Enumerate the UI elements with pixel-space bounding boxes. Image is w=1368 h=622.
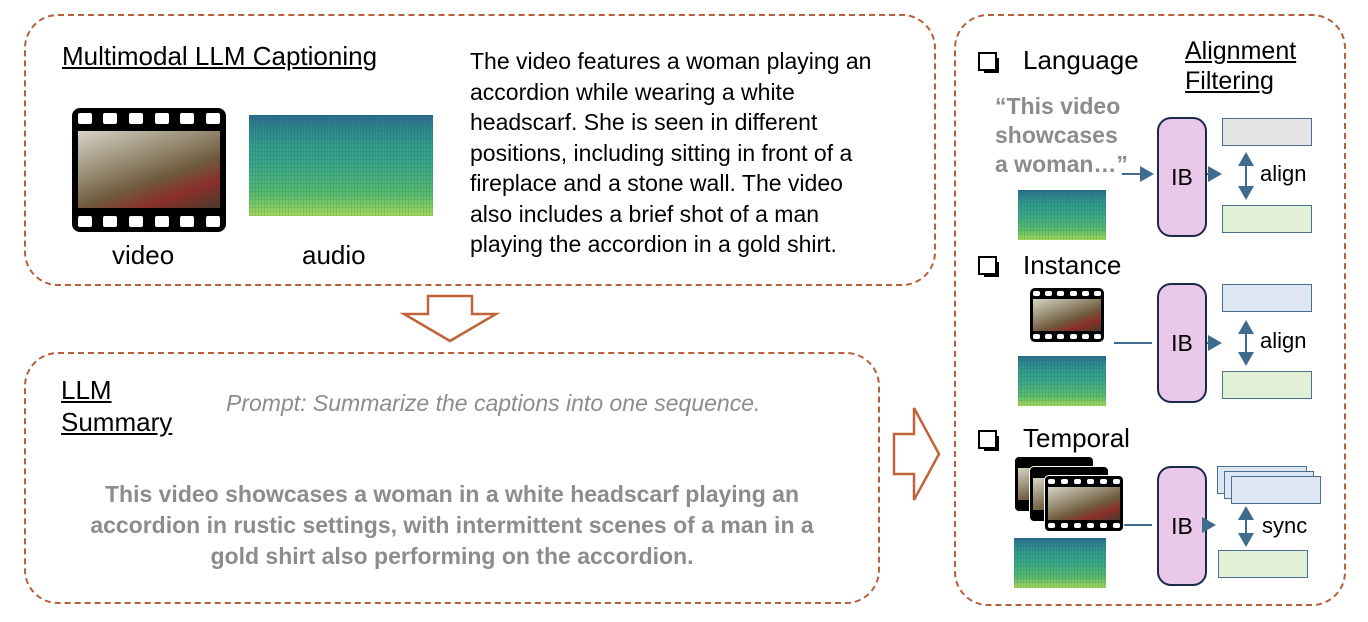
down-arrow-icon [399,294,501,343]
temporal-audio-embedding [1218,550,1308,578]
summary-text: This video showcases a woman in a white … [34,479,870,572]
language-text-embedding [1222,118,1312,146]
temporal-label: Temporal [1023,423,1130,453]
instance-video-embedding [1222,284,1312,312]
caption-line: headscarf. She is seen in different [470,109,818,135]
filtering-title: Alignment Filtering [1185,36,1296,96]
caption-line: fireplace and a stone wall. The video [470,170,843,196]
language-audio-spectrogram [1018,190,1106,240]
instance-audio-spectrogram [1018,356,1106,406]
summary-title-line2: Summary [61,407,173,437]
filtering-title-line2: Filtering [1185,67,1274,95]
instance-video-thumbnail [1030,288,1104,342]
temporal-video-embedding-stack-1 [1231,476,1321,504]
language-relation: align [1260,161,1307,186]
language-label: Language [1023,45,1139,75]
checkbox-temporal-icon [978,430,997,449]
instance-relation: align [1260,328,1307,353]
language-ib-encoder: IB [1157,117,1207,237]
caption-line: The video features a woman playing an [470,48,872,74]
right-arrow-icon [892,407,941,501]
film-holes-bottom [72,216,226,227]
summary-panel [24,352,880,604]
language-audio-embedding [1222,205,1312,233]
summary-line: This video showcases a woman in a white … [104,481,800,507]
instance-ib-encoder: IB [1157,283,1207,403]
caption-line: playing the accordion in a gold shirt. [470,231,837,257]
summary-title-line1: LLM [61,375,112,405]
summary-line: accordion in rustic settings, with inter… [90,512,814,538]
video-label: video [112,240,175,270]
caption-line: accordion while wearing a white [470,78,795,105]
caption-text: The video features a woman playing an ac… [470,46,930,260]
language-quote: “This video showcases a woman…” [995,92,1128,179]
temporal-audio-spectrogram [1014,538,1106,588]
video-frame [78,131,220,208]
quote-line: “This video [995,93,1121,119]
temporal-video-frame-3 [1044,475,1124,532]
checkbox-language-icon [978,52,997,71]
caption-line: positions, including sitting in front of… [470,139,853,166]
filtering-title-line1: Alignment [1185,37,1297,65]
caption-line: also includes a brief shot of a man [470,200,820,227]
quote-line: a woman…” [995,151,1128,177]
audio-label: audio [302,240,366,270]
temporal-relation: sync [1262,513,1308,538]
checkbox-instance-icon [978,256,997,275]
filtering-panel [954,14,1346,606]
captioning-panel [24,14,936,286]
summary-line: gold shirt also performing on the accord… [210,543,694,569]
summary-prompt: Prompt: Summarize the captions into one … [226,390,761,416]
captioning-title: Multimodal LLM Captioning [62,41,378,71]
summary-title: LLM Summary [61,374,172,438]
video-thumbnail [72,108,226,232]
instance-label: Instance [1023,250,1122,280]
quote-line: showcases [995,122,1118,148]
film-holes-top [72,113,226,124]
instance-audio-embedding [1222,371,1312,399]
temporal-ib-encoder: IB [1157,466,1207,586]
audio-spectrogram [249,115,433,216]
